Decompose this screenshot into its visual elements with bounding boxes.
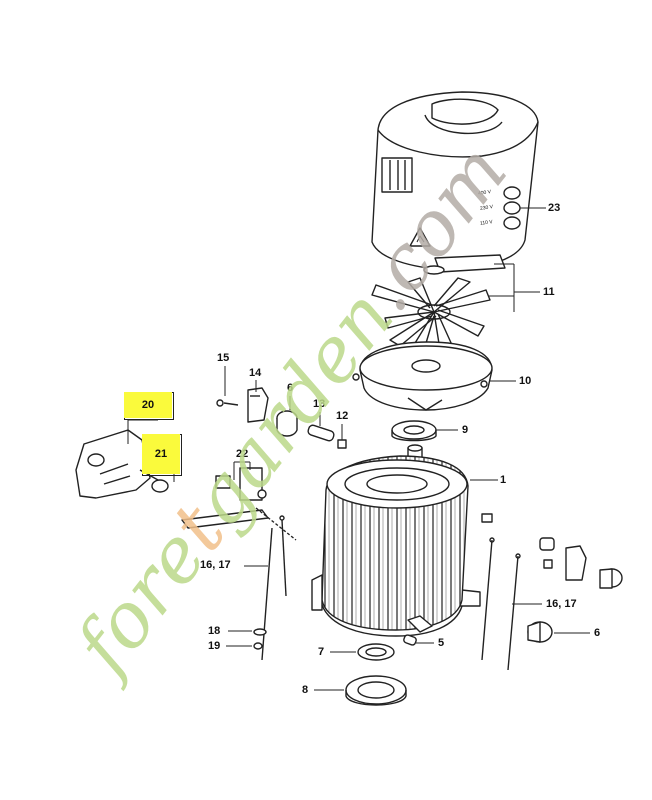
callout-11: 11 (543, 286, 555, 298)
callout-6-bottom: 6 (594, 627, 601, 639)
small-washers (253, 628, 267, 650)
bracket-right (527, 537, 623, 643)
leader-lines (127, 207, 590, 691)
callout-1: 1 (500, 474, 507, 486)
callout-15: 15 (217, 352, 230, 364)
callout-18: 18 (208, 625, 221, 637)
callout-12: 12 (336, 410, 349, 422)
callout-14: 14 (249, 367, 262, 379)
callout-16-17-right: 16, 17 (546, 598, 577, 610)
callout-9: 9 (462, 424, 469, 436)
tie-rods (261, 515, 521, 671)
washer (391, 420, 437, 442)
bracket-left (216, 387, 298, 437)
callout-22: 22 (236, 448, 249, 460)
callout-8: 8 (302, 684, 309, 696)
callout-20: 20 (124, 392, 172, 418)
key-pin (403, 634, 417, 646)
seal-and-bearing (345, 643, 407, 706)
motor-stator (311, 444, 493, 637)
callout-21: 21 (142, 434, 180, 474)
callout-6-top: 6 (287, 382, 294, 394)
end-shield (352, 341, 493, 411)
callout-16-17-left: 16, 17 (200, 559, 231, 571)
callout-5: 5 (438, 637, 445, 649)
callout-10: 10 (519, 375, 532, 387)
bracket-bar (181, 467, 297, 541)
callout-13: 13 (313, 398, 326, 410)
callout-7: 7 (318, 646, 325, 658)
callout-23: 23 (548, 202, 561, 214)
callout-19: 19 (208, 640, 221, 652)
